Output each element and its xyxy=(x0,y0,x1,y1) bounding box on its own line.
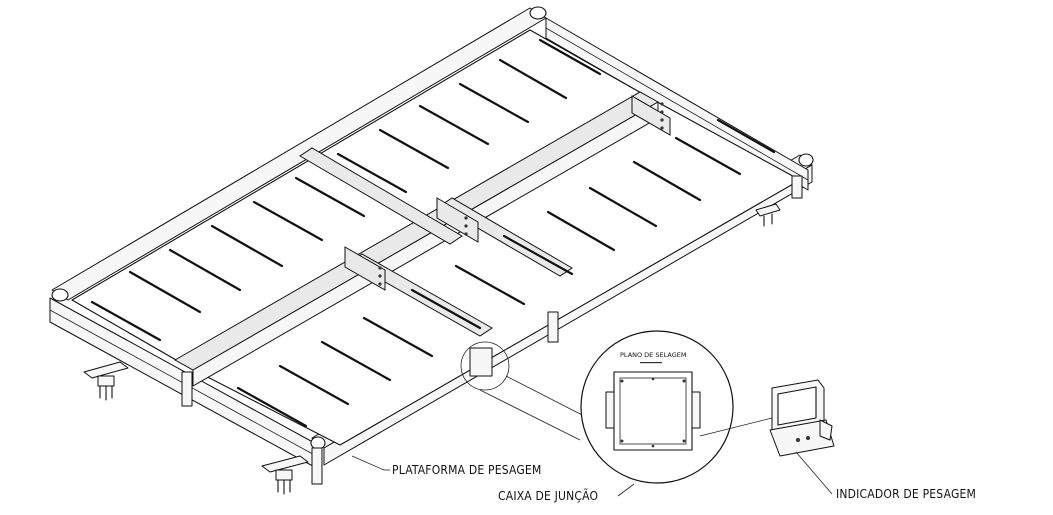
platform-label: PLATAFORMA DE PESAGEM xyxy=(392,463,541,477)
junction-box-on-frame xyxy=(460,341,510,391)
beam-bolts xyxy=(378,102,664,286)
indicator-cable xyxy=(699,417,773,437)
deck-slots xyxy=(90,38,776,428)
foot-left xyxy=(83,361,129,401)
callouts: PLATAFORMA DE PESAGEM CAIXA DE JUNÇÃO IN… xyxy=(351,451,976,503)
sealing-plane-label: PLANO DE SELAGEM xyxy=(620,351,686,359)
weighing-platform xyxy=(49,6,814,495)
load-cell-feet xyxy=(83,203,781,495)
back-rail xyxy=(51,6,547,302)
foot-front xyxy=(261,455,309,495)
indicator-label: INDICADOR DE PESAGEM xyxy=(836,487,976,501)
junction-box-label: CAIXA DE JUNÇÃO xyxy=(498,488,598,503)
right-side-frame xyxy=(545,17,809,191)
detail-leader-2 xyxy=(479,389,581,441)
detail-leader xyxy=(505,375,589,419)
weighing-indicator xyxy=(769,379,835,457)
junction-box-detail: PLANO DE SELAGEM xyxy=(580,330,734,484)
frame-posts xyxy=(181,175,803,485)
foot-right xyxy=(755,203,781,227)
